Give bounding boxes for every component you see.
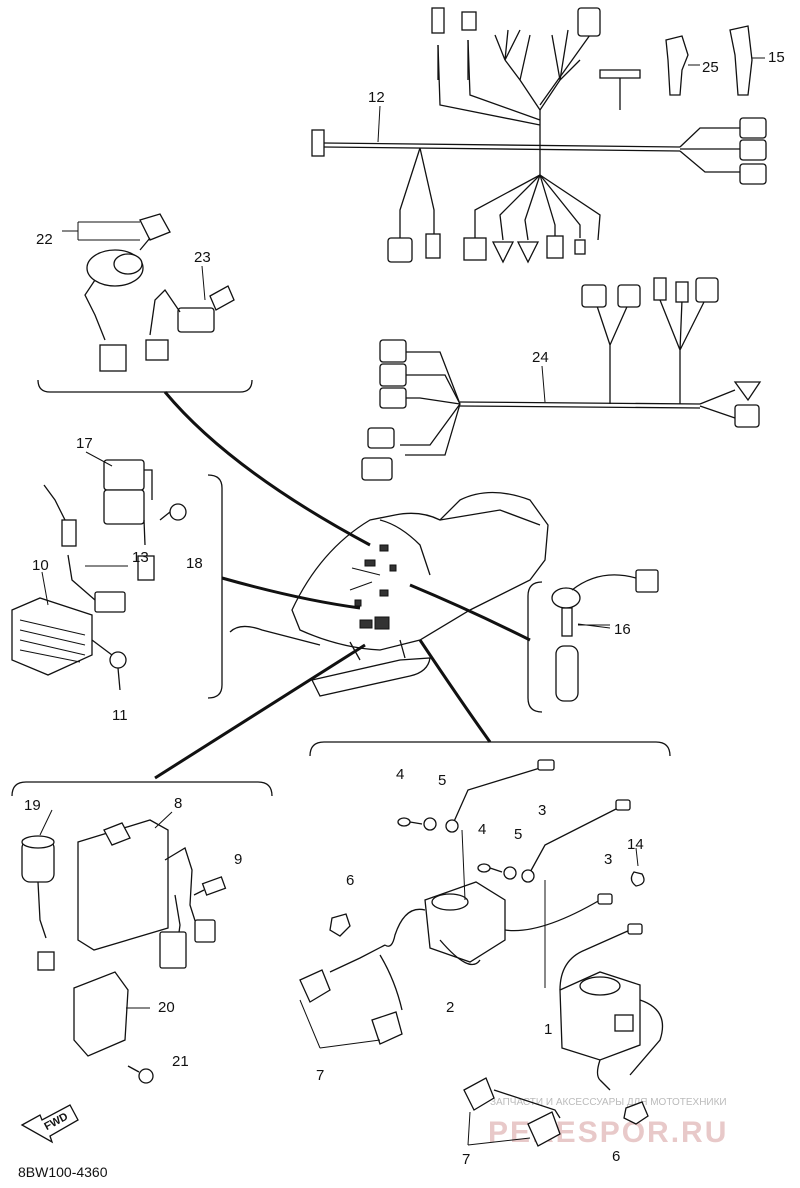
callout-1: 1 xyxy=(544,1021,552,1038)
callout-13: 13 xyxy=(132,549,149,566)
callout-15: 15 xyxy=(768,49,785,66)
main-switch-group xyxy=(37,213,253,393)
callout-6a: 6 xyxy=(346,872,354,889)
callout-19: 19 xyxy=(24,797,41,814)
cdi-group: FWD xyxy=(11,781,273,1144)
fwd-arrow-icon xyxy=(20,1104,79,1144)
callout-23: 23 xyxy=(194,249,211,266)
callout-labels: 1 2 3 3 4 4 5 5 6 6 7 7 8 9 10 11 12 13 … xyxy=(24,49,785,1168)
callout-22: 22 xyxy=(36,231,53,248)
callout-12: 12 xyxy=(368,89,385,106)
callout-21: 21 xyxy=(172,1053,189,1070)
callout-10: 10 xyxy=(32,557,49,574)
watermark-caption: ЗАПЧАСТИ И АКСЕССУАРЫ ДЛЯ МОТОТЕХНИКИ xyxy=(490,1097,727,1108)
diagram-code: 8BW100-4360 xyxy=(18,1164,108,1180)
choke-group xyxy=(527,569,659,713)
callout-2: 2 xyxy=(446,999,454,1016)
callout-5b: 5 xyxy=(514,826,522,843)
callout-18: 18 xyxy=(186,555,203,572)
key-blanks xyxy=(665,25,765,96)
leader-arrows xyxy=(154,391,531,780)
watermark-logo: PERESPOR.RU xyxy=(488,1116,728,1149)
callout-6b: 6 xyxy=(612,1148,620,1165)
callout-20: 20 xyxy=(158,999,175,1016)
callout-9: 9 xyxy=(234,851,242,868)
callout-4b: 4 xyxy=(478,821,486,838)
callout-24: 24 xyxy=(532,349,549,366)
callout-25: 25 xyxy=(702,59,719,76)
callout-7b: 7 xyxy=(462,1151,470,1168)
snowmobile-outline xyxy=(229,491,549,697)
callout-5a: 5 xyxy=(438,772,446,789)
callout-16: 16 xyxy=(614,621,631,638)
callout-8: 8 xyxy=(174,795,182,812)
wire-harness-12 xyxy=(311,7,767,264)
ignition-group xyxy=(299,741,671,1147)
callout-3a: 3 xyxy=(538,802,546,819)
callout-17: 17 xyxy=(76,435,93,452)
watermark: ЗАПЧАСТИ И АКСЕССУАРЫ ДЛЯ МОТОТЕХНИКИ PE… xyxy=(488,1097,728,1149)
callout-14: 14 xyxy=(627,836,644,853)
callout-3b: 3 xyxy=(604,851,612,868)
key-15-icon xyxy=(729,25,753,96)
callout-4a: 4 xyxy=(396,766,404,783)
relay-regulator-group xyxy=(11,459,223,699)
key-25-icon xyxy=(665,35,689,96)
callout-11: 11 xyxy=(112,707,128,724)
harness-end-connector xyxy=(311,129,325,157)
callout-7a: 7 xyxy=(316,1067,324,1084)
wire-harness-24 xyxy=(361,277,762,481)
